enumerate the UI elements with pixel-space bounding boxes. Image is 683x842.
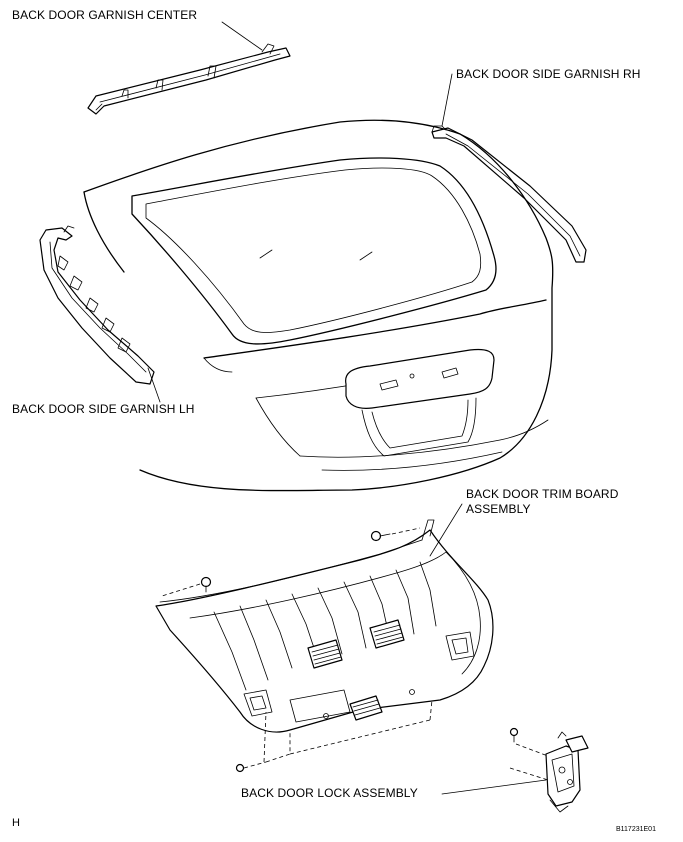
figure-id: B117231E01 bbox=[616, 826, 656, 833]
side-garnish-rh-part bbox=[431, 125, 587, 263]
lock-bolt bbox=[509, 727, 549, 757]
lock-dashed-guide bbox=[509, 767, 549, 781]
side-garnish-rh-leader bbox=[441, 73, 453, 127]
trim-vent-bottom bbox=[349, 695, 383, 721]
trim-vent-right bbox=[369, 619, 405, 649]
side-garnish-lh-leader bbox=[147, 367, 161, 403]
lock-assembly-leader bbox=[441, 779, 547, 795]
garnish-center-leader bbox=[221, 21, 263, 51]
lower-fastener-guides bbox=[235, 699, 433, 773]
lock-assembly-part bbox=[545, 731, 589, 813]
label-trim-board-line1: BACK DOOR TRIM BOARD bbox=[466, 487, 619, 501]
garnish-center-part bbox=[87, 43, 291, 115]
trim-vent-left bbox=[307, 639, 343, 669]
section-code: H bbox=[12, 817, 20, 829]
label-side-garnish-rh: BACK DOOR SIDE GARNISH RH bbox=[456, 67, 641, 81]
trim-clip-left bbox=[161, 576, 212, 597]
trim-board-leader bbox=[429, 503, 463, 557]
label-lock-assembly: BACK DOOR LOCK ASSEMBLY bbox=[241, 786, 418, 800]
label-side-garnish-lh: BACK DOOR SIDE GARNISH LH bbox=[12, 402, 195, 416]
back-door-panel bbox=[83, 119, 554, 492]
label-garnish-center: BACK DOOR GARNISH CENTER bbox=[12, 8, 198, 22]
trim-clip-top bbox=[370, 527, 421, 542]
side-garnish-lh-part bbox=[39, 225, 155, 385]
trim-board-part bbox=[155, 519, 494, 733]
label-trim-board-line2: ASSEMBLY bbox=[466, 502, 531, 516]
